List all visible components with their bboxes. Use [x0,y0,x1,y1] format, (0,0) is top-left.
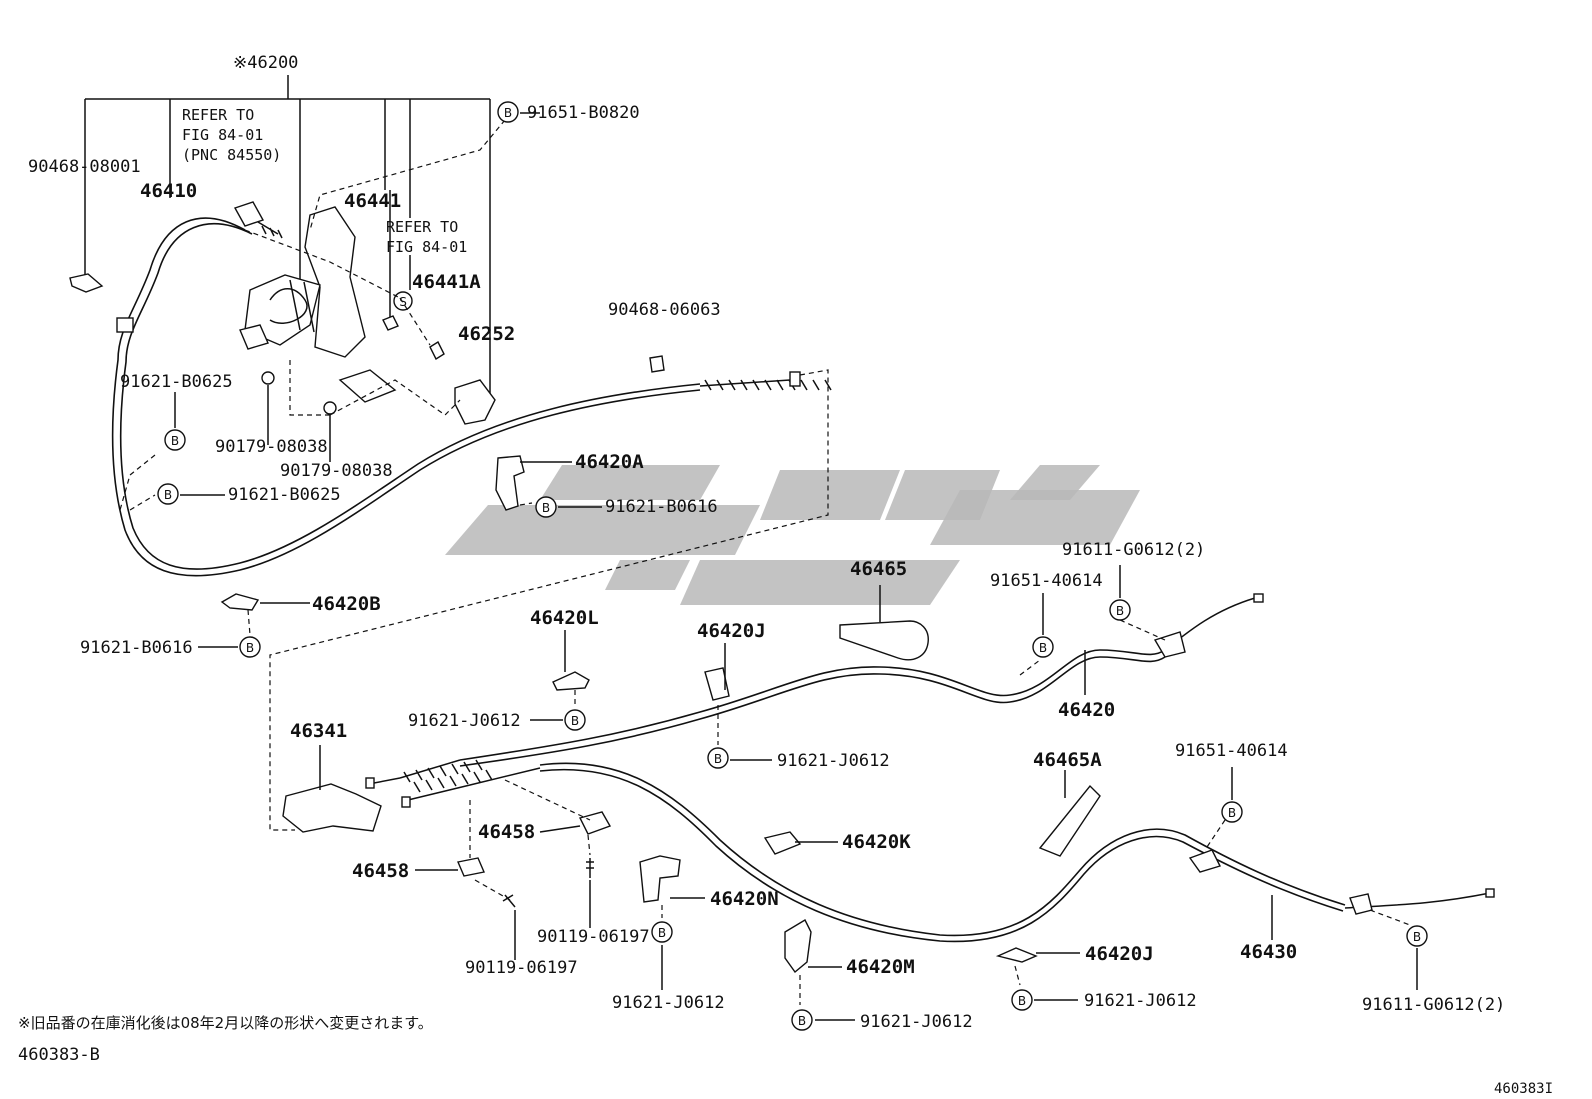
label-46441: 46441 [344,190,401,212]
label-46420B: 46420B [312,593,381,615]
b-marker: B [497,101,519,123]
b-marker: B [1221,801,1243,823]
svg-text:B: B [1039,641,1047,655]
assembly-bracket [84,75,491,395]
label-90119-06197-b: 90119-06197 [465,958,578,978]
b-marker: B [564,709,586,731]
label-46420A: 46420A [575,451,644,473]
label-46252: 46252 [458,323,515,345]
svg-text:B: B [504,106,512,120]
refer-note-1-line-2: FIG 84-01 [182,126,263,144]
b-marker: B [1109,599,1131,621]
label-90468-08001: 90468-08001 [28,157,141,177]
b-marker: B [535,496,557,518]
figure-code-right: 460383I [1494,1081,1553,1097]
label-46430: 46430 [1240,941,1297,963]
label-91621-J0612-b: 91621-J0612 [777,751,890,771]
svg-text:B: B [1018,994,1026,1008]
label-46458-b: 46458 [352,860,409,882]
refer-note-1-line-3: (PNC 84550) [182,146,281,164]
label-91621-J0612-e: 91621-J0612 [860,1012,973,1032]
clips-and-brackets [220,355,1101,974]
label-91621-J0612-d: 91621-J0612 [612,993,725,1013]
label-46420K: 46420K [842,831,911,853]
label-90119-06197-a: 90119-06197 [537,927,650,947]
label-46420L: 46420L [530,607,599,629]
label-46441A: 46441A [412,271,481,293]
refer-note-2-line-1: REFER TO [386,218,458,236]
label-46200: ※46200 [233,53,298,73]
b-marker: B [791,1009,813,1031]
part-labels: ※46200 REFER TO FIG 84-01 (PNC 84550) 91… [28,53,1505,1032]
watermark-logo [445,465,1140,605]
label-46458-a: 46458 [478,821,535,843]
label-46420: 46420 [1058,699,1115,721]
b-marker: B [157,483,179,505]
svg-text:B: B [714,752,722,766]
b-marker: B [239,636,261,658]
cable-46410 [111,217,832,577]
svg-text:B: B [171,434,179,448]
dashed-leaders-top [119,119,829,831]
label-46341: 46341 [290,720,347,742]
b-marker: B [651,921,673,943]
svg-text:B: B [542,501,550,515]
label-91621-B0625-a: 91621-B0625 [120,372,233,392]
label-91651-40614-bottom: 91651-40614 [1175,741,1288,761]
parking-brake-lever-assembly: S [69,201,496,425]
svg-text:B: B [658,926,666,940]
figure-code-left: 460383-B [18,1045,100,1065]
b-marker: B [1406,925,1428,947]
label-91611-G0612-top: 91611-G0612(2) [1062,540,1205,560]
b-markers: B B B B B B B B B B B B B B [157,101,1428,1031]
leader-lines [174,112,1418,1021]
label-46420N: 46420N [710,888,779,910]
label-91621-J0612-c: 91621-J0612 [1084,991,1197,1011]
label-90179-08038-b: 90179-08038 [280,461,393,481]
svg-text:B: B [1228,806,1236,820]
cable-46430 [401,762,1495,943]
label-91621-B0616-b: 91621-B0616 [80,638,193,658]
label-46465: 46465 [850,558,907,580]
label-91651-40614-top: 91651-40614 [990,571,1103,591]
cable-46420 [365,593,1264,789]
b-marker: B [707,747,729,769]
label-91621-B0625-b: 91621-B0625 [228,485,341,505]
label-90179-08038-a: 90179-08038 [215,437,328,457]
b-marker: B [1011,989,1033,1011]
svg-text:B: B [1413,930,1421,944]
label-46410: 46410 [140,180,197,202]
label-91621-B0616-a: 91621-B0616 [605,497,718,517]
refer-note-2-line-2: FIG 84-01 [386,238,467,256]
refer-note-1-line-1: REFER TO [182,106,254,124]
label-91651-B0820: 91651-B0820 [527,103,640,123]
footnote: ※旧品番の在庫消化後は08年2月以降の形状へ変更されます。 [18,1014,433,1032]
svg-text:B: B [1116,604,1124,618]
label-46420J-top: 46420J [697,620,766,642]
label-46420J-bottom: 46420J [1085,943,1154,965]
svg-text:B: B [164,488,172,502]
label-90468-06063: 90468-06063 [608,300,721,320]
label-91611-G0612-bottom: 91611-G0612(2) [1362,995,1505,1015]
label-46420M: 46420M [846,956,915,978]
svg-text:B: B [798,1014,806,1028]
svg-text:B: B [571,714,579,728]
svg-text:B: B [246,641,254,655]
b-marker: B [1032,636,1054,658]
label-91621-J0612-a: 91621-J0612 [408,711,521,731]
label-46465A: 46465A [1033,749,1102,771]
dashed-leaders-rear [247,502,1411,1005]
b-marker: B [164,429,186,451]
